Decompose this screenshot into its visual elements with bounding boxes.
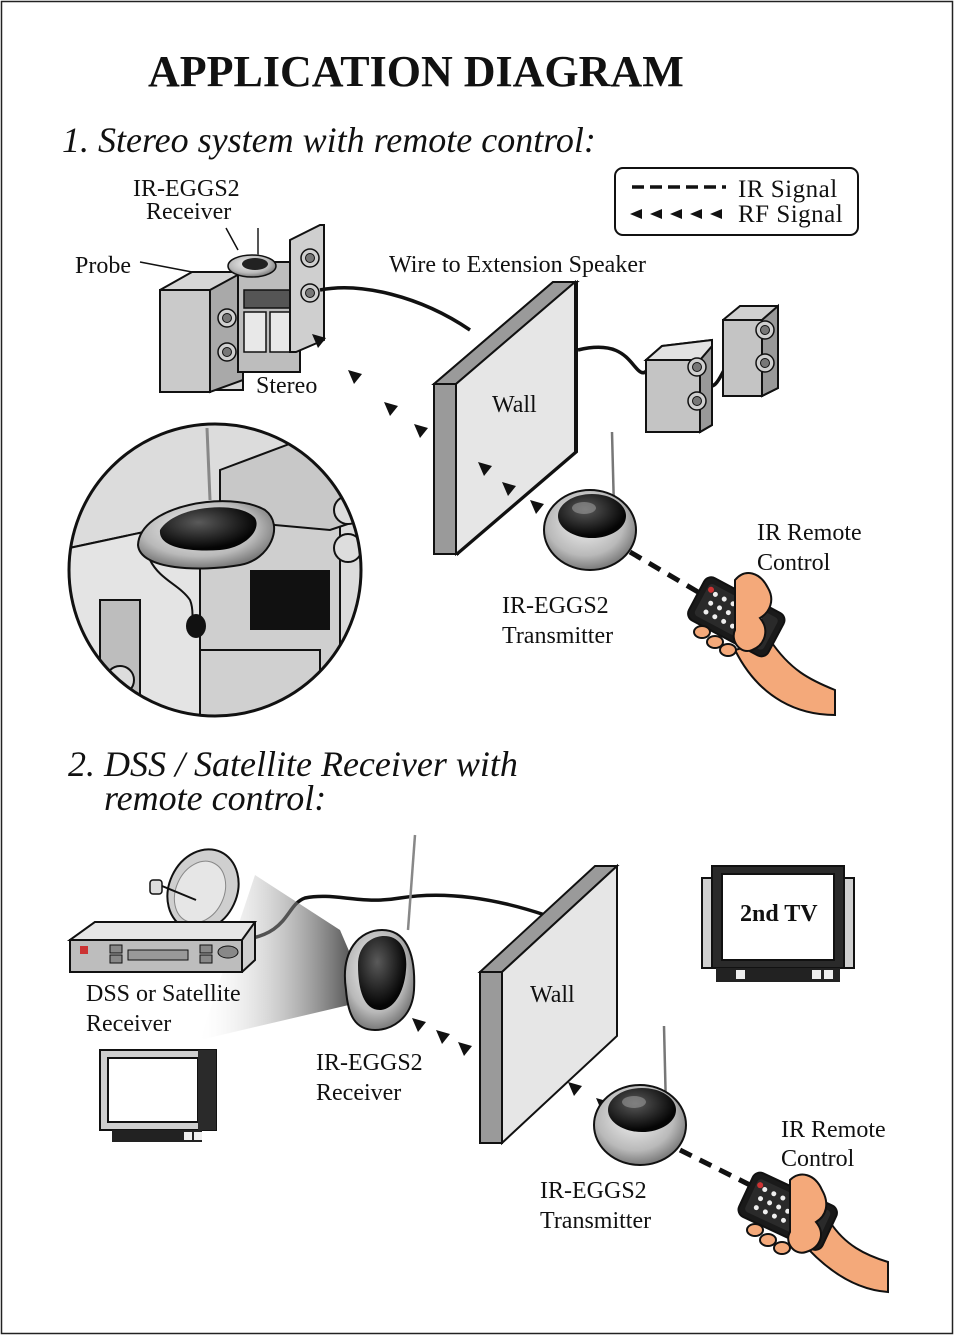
receiver-detail-circle <box>67 422 363 718</box>
dss-label-line2: Receiver <box>86 1011 171 1037</box>
probe-label: Probe <box>75 253 131 279</box>
receiver-2 <box>343 834 417 1032</box>
rf-signal-legend-arrows <box>630 209 722 219</box>
s2-receiver-label-line1: IR-EGGS2 <box>316 1050 423 1076</box>
section1-heading: 1. Stereo system with remote control: <box>62 120 596 160</box>
ir-signal-line-2 <box>678 1147 754 1189</box>
s2-remote-label-line2: Control <box>781 1146 855 1172</box>
rf-signal-legend-label: RF Signal <box>738 201 843 228</box>
legend-box: IR Signal RF Signal <box>614 167 859 236</box>
s1-transmitter-label-line2: Transmitter <box>502 623 613 649</box>
rf-signal-arrows-1 <box>312 334 544 514</box>
s1-remote-label-line1: IR Remote <box>757 520 862 546</box>
s1-receiver-label-line2: Receiver <box>146 199 231 225</box>
remote-control-hand-1 <box>687 572 836 717</box>
wire-to-extension-speaker-label: Wire to Extension Speaker <box>389 252 646 278</box>
section2-heading-line1: 2. DSS / Satellite Receiver with <box>68 744 518 784</box>
wall-2-label: Wall <box>530 982 575 1008</box>
s2-remote-label-line1: IR Remote <box>781 1117 886 1143</box>
wall-1-label: Wall <box>492 392 537 418</box>
dss-label-line1: DSS or Satellite <box>86 981 241 1007</box>
transmitter-2 <box>593 1025 687 1166</box>
page-title: APPLICATION DIAGRAM <box>148 47 684 96</box>
dss-receiver-box <box>66 921 257 973</box>
remote-control-hand-2 <box>737 1171 889 1294</box>
extension-speakers <box>643 303 779 434</box>
s1-receiver-label-line1: IR-EGGS2 <box>133 176 240 202</box>
transmitter-1 <box>543 431 637 571</box>
s1-remote-label-line2: Control <box>757 550 831 576</box>
stereo-label: Stereo <box>256 373 317 399</box>
ir-signal-line-1 <box>628 549 700 595</box>
receiver-pointer-line <box>225 227 239 251</box>
stereo-system <box>159 224 325 394</box>
second-tv-label: 2nd TV <box>740 901 818 927</box>
ir-signal-legend-label: IR Signal <box>738 176 838 203</box>
wall-2 <box>477 863 620 1146</box>
s2-transmitter-label-line2: Transmitter <box>540 1208 651 1234</box>
s1-transmitter-label-line1: IR-EGGS2 <box>502 593 609 619</box>
extension-speaker-wire <box>319 286 471 332</box>
ir-beam <box>200 875 370 1040</box>
s2-transmitter-label-line1: IR-EGGS2 <box>540 1178 647 1204</box>
second-tv <box>701 865 855 982</box>
s2-receiver-label-line2: Receiver <box>316 1080 401 1106</box>
tv-1 <box>99 1049 217 1142</box>
section2-heading-line2: remote control: <box>104 778 326 818</box>
